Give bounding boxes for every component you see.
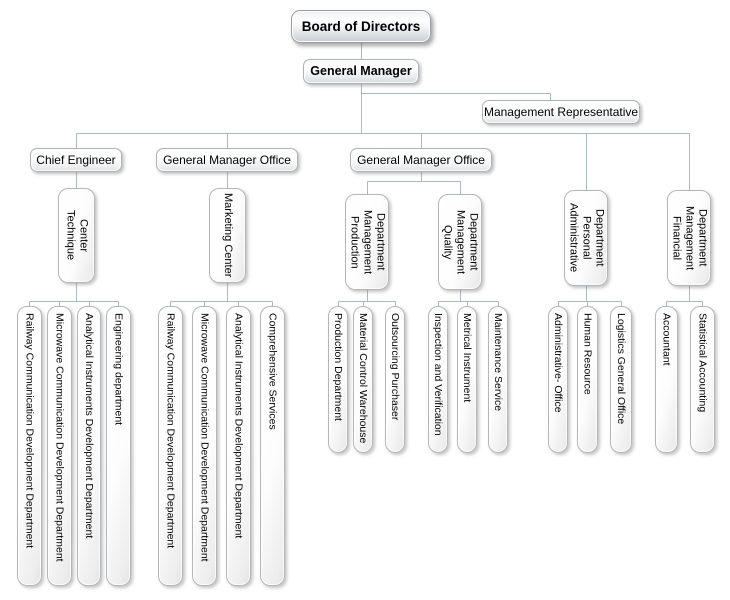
node-quality-management-department: Quality Management Department (438, 194, 482, 290)
node-label: Administrative Personal Department (567, 203, 606, 273)
node-label: Comprehensive Services (266, 313, 279, 430)
node-label: Statistical Accounting (696, 313, 709, 413)
node-label: Microwave Communication Development Depa… (198, 313, 211, 562)
node-label: Material Control Warehouse (357, 313, 369, 444)
node-label: Production Department (332, 313, 344, 421)
node-logistics-general-office: Logistics General Office (610, 306, 632, 453)
node-production-management-department: Production Management Department (345, 194, 389, 290)
node-railway-communication-development-department-2: Railway Communication Development Depart… (158, 306, 183, 586)
node-label: Analytical Instruments Development Depar… (232, 313, 245, 539)
node-engineering-department: Engineering department (106, 306, 131, 586)
node-label: Financial Management Department (670, 205, 709, 271)
node-label: Logistics General Office (615, 313, 627, 425)
node-label: Railway Communication Development Depart… (23, 313, 36, 549)
node-administrative-office: Administrative- Office (548, 306, 568, 453)
node-general-manager: General Manager (303, 59, 419, 84)
connector-path (29, 43, 703, 306)
node-analytical-instruments-development-department-1: Analytical Instruments Development Depar… (77, 306, 101, 586)
node-chief-engineer: Chief Engineer (30, 148, 122, 172)
node-label: Railway Communication Development Depart… (164, 313, 177, 549)
node-label: Administrative- Office (552, 313, 564, 413)
node-material-control-warehouse: Material Control Warehouse (353, 306, 373, 453)
node-maintenance-service: Maintenance Service (488, 306, 508, 453)
node-human-resource: Human Resource (577, 306, 598, 453)
node-marketing-center: Marketing Center (209, 188, 246, 283)
node-statistical-accounting: Statistical Accounting (690, 306, 715, 453)
node-production-department: Production Department (328, 306, 348, 453)
node-label: Metrical Instrument (461, 313, 473, 403)
node-label: Technique Center (64, 210, 90, 261)
node-technique-center: Technique Center (58, 188, 95, 283)
node-label: Outsourcing Purchaser (389, 313, 401, 421)
node-general-manager-office-1: General Manager Office (156, 148, 298, 172)
node-administrative-personal-department: Administrative Personal Department (564, 190, 608, 286)
node-label: Analytical Instruments Development Depar… (83, 313, 95, 539)
node-label: Microwave Communication Development Depa… (53, 313, 66, 562)
node-railway-communication-development-department-1: Railway Communication Development Depart… (17, 306, 42, 586)
node-microwave-communication-development-department-2: Microwave Communication Development Depa… (192, 306, 217, 586)
node-label: Quality Management Department (441, 209, 480, 275)
node-label: Engineering department (112, 313, 125, 426)
node-label: Maintenance Service (492, 313, 504, 412)
node-label: Inspection and Verification (432, 313, 444, 436)
node-label: Marketing Center (222, 193, 234, 278)
node-analytical-instruments-development-department-2: Analytical Instruments Development Depar… (226, 306, 251, 586)
node-label: Production Management Department (348, 209, 387, 275)
node-management-representative: Management Representative (482, 100, 640, 124)
node-outsourcing-purchaser: Outsourcing Purchaser (385, 306, 405, 453)
node-accountant: Accountant (655, 306, 678, 453)
node-label: Accountant (660, 313, 673, 366)
node-comprehensive-services: Comprehensive Services (260, 306, 285, 586)
node-inspection-and-verification: Inspection and Verification (428, 306, 448, 453)
node-general-manager-office-2: General Manager Office (350, 148, 492, 172)
node-label: Human Resource (581, 313, 594, 395)
node-microwave-communication-development-department-1: Microwave Communication Development Depa… (47, 306, 72, 586)
node-metrical-instrument: Metrical Instrument (457, 306, 477, 453)
node-financial-management-department: Financial Management Department (667, 190, 711, 286)
node-board-of-directors: Board of Directors (291, 10, 431, 43)
